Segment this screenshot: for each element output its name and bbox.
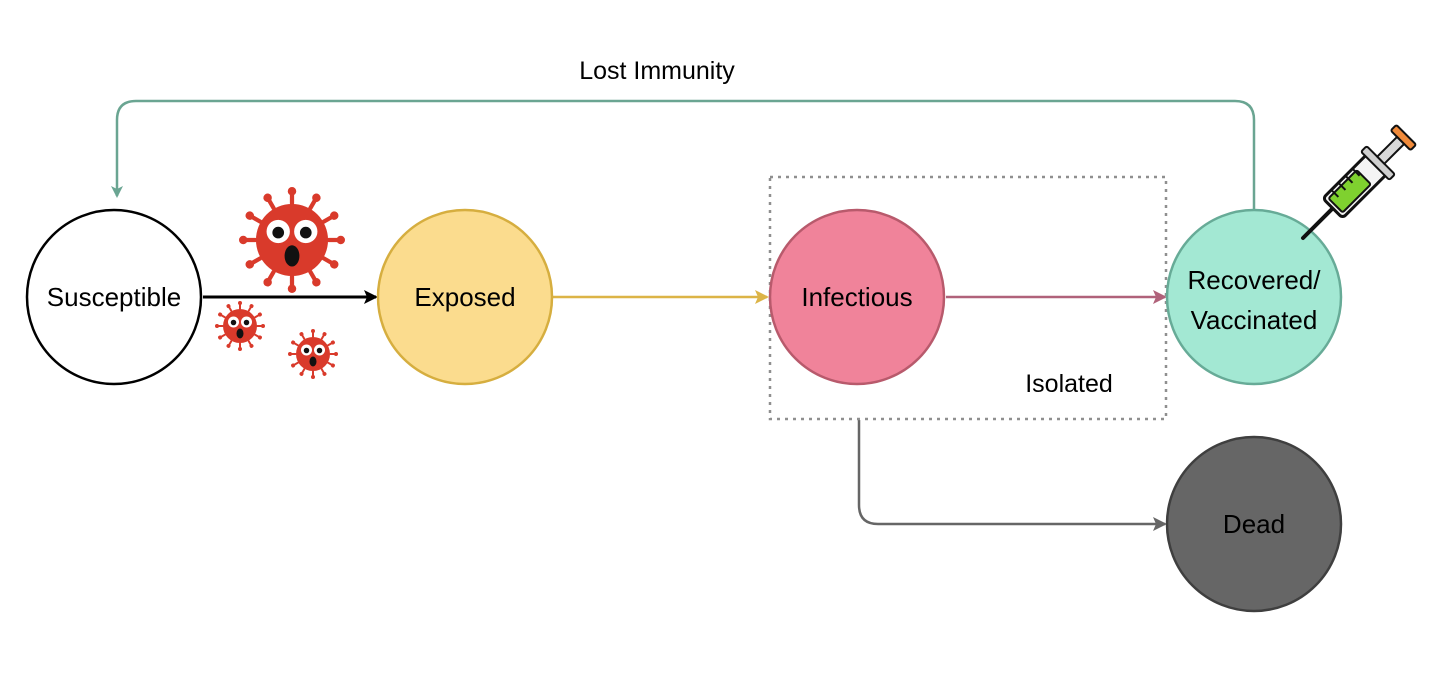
node-susceptible[interactable]: Susceptible: [25, 208, 203, 386]
lost-immunity-edge: [111, 99, 1256, 210]
dead-label: Dead: [1223, 509, 1285, 539]
node-recovered-vaccinated[interactable]: Recovered/ Vaccinated: [1165, 208, 1343, 386]
node-dead[interactable]: Dead: [1165, 435, 1343, 613]
virus-icon: [215, 301, 265, 351]
recovered-label-line2: Vaccinated: [1191, 305, 1318, 335]
virus-icon: [288, 329, 338, 379]
virus-icon: [239, 187, 345, 293]
recovered-label-line1: Recovered/: [1188, 265, 1322, 295]
node-exposed[interactable]: Exposed: [376, 208, 554, 386]
susceptible-label: Susceptible: [47, 282, 181, 312]
infectious-label: Infectious: [801, 282, 912, 312]
exposed-label: Exposed: [414, 282, 515, 312]
isolated-label: Isolated: [1025, 370, 1113, 398]
node-infectious[interactable]: Infectious: [768, 208, 946, 386]
infectious-to-dead-arrow: [857, 420, 1167, 531]
lost-immunity-label: Lost Immunity: [579, 57, 735, 85]
syringe-icon: [1301, 124, 1417, 240]
